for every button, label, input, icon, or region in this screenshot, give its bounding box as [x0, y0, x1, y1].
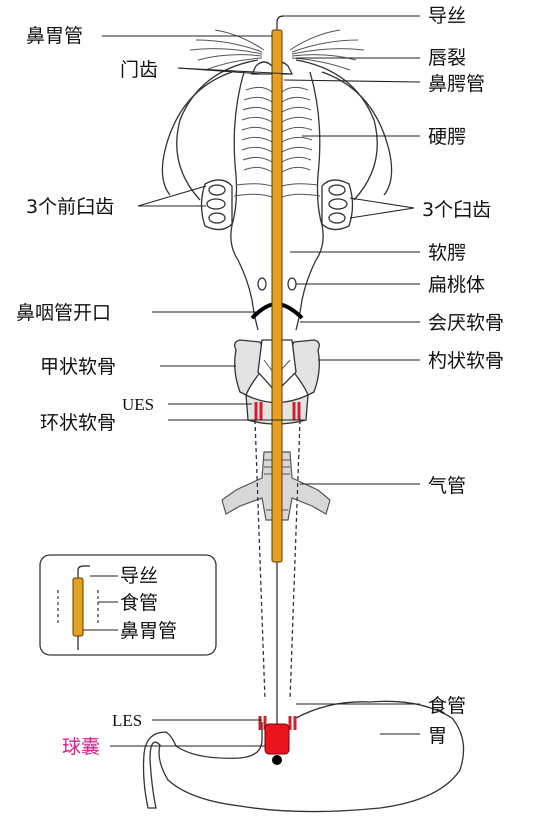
label-three-premolars: 3个前臼齿 [26, 196, 114, 218]
legend-guidewire-label: 导丝 [120, 565, 158, 587]
label-stomach: 胃 [428, 725, 447, 747]
label-les: LES [112, 711, 142, 730]
label-balloon: 球囊 [62, 736, 100, 758]
label-cleft-lip: 唇裂 [428, 47, 466, 69]
label-incisors: 门齿 [120, 59, 158, 81]
nasogastric-tube [271, 29, 283, 563]
label-hard-palate: 硬腭 [428, 126, 466, 148]
whiskers [189, 29, 365, 71]
ues-sphincter [254, 402, 301, 420]
label-thyroid-cartilage: 甲状软骨 [40, 356, 116, 378]
label-cricoid-cartilage: 环状软骨 [40, 412, 116, 434]
label-esophagus: 食管 [428, 695, 466, 717]
legend-esophagus-label: 食管 [120, 592, 158, 614]
label-arytenoid-cartilage: 杓状软骨 [428, 350, 504, 372]
label-nasal-palate-canal: 鼻腭管 [428, 73, 485, 95]
label-ues: UES [122, 395, 154, 414]
guidewire-line [276, 15, 285, 36]
esophagus-walls [254, 419, 301, 701]
label-nasopharyngeal-opening: 鼻咽管开口 [16, 302, 111, 324]
label-tonsil: 扁桃体 [428, 274, 485, 296]
label-epiglottis: 会厌软骨 [428, 312, 504, 334]
label-three-molars: 3个臼齿 [422, 199, 491, 221]
balloon-shape [264, 723, 290, 755]
head-outline [161, 59, 393, 331]
label-nasogastric-tube: 鼻胃管 [26, 25, 83, 47]
label-soft-palate: 软腭 [428, 242, 466, 264]
stomach-shape [142, 700, 465, 813]
legend-box: 导丝 食管 鼻胃管 [39, 554, 217, 656]
balloon-tip [272, 755, 282, 765]
les-sphincter [258, 716, 297, 730]
label-guidewire: 导丝 [428, 5, 466, 27]
palatal-ridges [233, 86, 321, 198]
teeth-right [321, 179, 354, 231]
legend-tube-icon [72, 577, 84, 637]
teeth-left [200, 179, 233, 231]
leader-lines [102, 15, 421, 747]
label-trachea: 气管 [428, 475, 466, 497]
legend-nasogastric-label: 鼻胃管 [120, 620, 177, 642]
